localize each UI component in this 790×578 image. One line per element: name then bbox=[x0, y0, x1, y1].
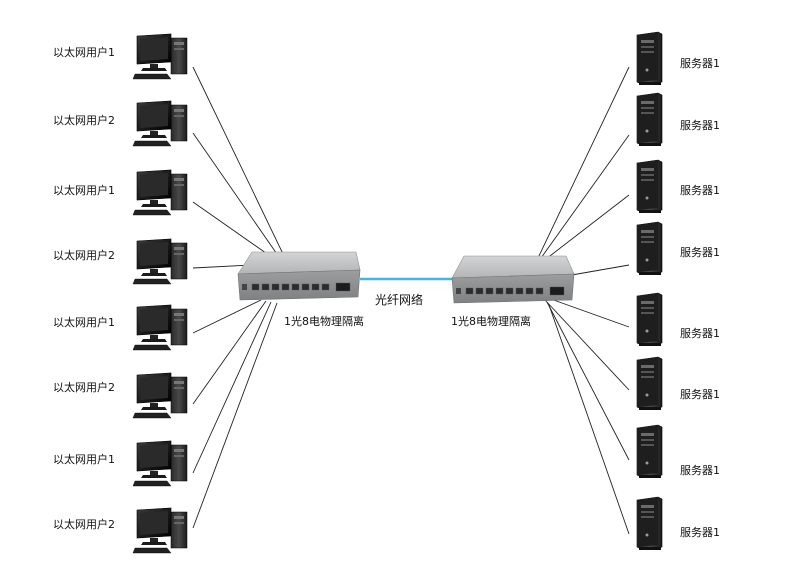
server-tower-icon bbox=[636, 221, 663, 275]
power-port bbox=[456, 288, 461, 294]
fiber-port bbox=[335, 282, 351, 292]
client-computer-icon bbox=[132, 304, 188, 351]
client-link-line bbox=[192, 201, 274, 259]
client-label: 以太网用户2 bbox=[53, 114, 115, 127]
client-computers bbox=[132, 33, 188, 554]
ethernet-port bbox=[475, 287, 484, 295]
client-label: 以太网用户1 bbox=[53, 46, 115, 59]
server-link-line bbox=[546, 301, 630, 461]
ethernet-port bbox=[311, 283, 320, 291]
ethernet-port bbox=[465, 287, 474, 295]
client-computer-icon bbox=[132, 100, 188, 147]
client-computer-icon bbox=[132, 507, 188, 554]
server-tower-icon bbox=[636, 292, 663, 346]
ethernet-port bbox=[535, 287, 544, 295]
client-label: 以太网用户2 bbox=[53, 381, 115, 394]
server-connection-lines bbox=[537, 66, 630, 535]
server-label: 服务器1 bbox=[680, 388, 720, 401]
client-label: 以太网用户2 bbox=[53, 249, 115, 262]
left-switch bbox=[237, 251, 361, 301]
server-tower-icon bbox=[636, 424, 663, 478]
ethernet-port bbox=[485, 287, 494, 295]
ethernet-port bbox=[281, 283, 290, 291]
server-label: 服务器1 bbox=[680, 246, 720, 259]
server-label: 服务器1 bbox=[680, 464, 720, 477]
client-link-line bbox=[192, 300, 267, 405]
client-link-line bbox=[192, 301, 272, 474]
ethernet-port bbox=[321, 283, 330, 291]
server-label: 服务器1 bbox=[680, 526, 720, 539]
server-tower-icon bbox=[636, 31, 663, 85]
client-label: 以太网用户1 bbox=[53, 316, 115, 329]
fiber-network-label: 光纤网络 bbox=[375, 293, 424, 307]
client-link-line bbox=[192, 66, 285, 257]
server-link-line bbox=[545, 194, 630, 260]
server-label: 服务器1 bbox=[680, 184, 720, 197]
client-computer-icon bbox=[132, 169, 188, 216]
ethernet-port bbox=[525, 287, 534, 295]
right-switch bbox=[451, 255, 575, 304]
ethernet-port bbox=[291, 283, 300, 291]
ethernet-port bbox=[301, 283, 310, 291]
client-label: 以太网用户2 bbox=[53, 518, 115, 531]
server-tower-icon bbox=[636, 159, 663, 213]
client-computer-icon bbox=[132, 238, 188, 285]
server-tower-icon bbox=[636, 92, 663, 146]
power-port bbox=[242, 284, 247, 290]
server-link-line bbox=[548, 304, 630, 535]
client-computer-icon bbox=[132, 440, 188, 487]
left-switch-label: 1光8电物理隔离 bbox=[284, 315, 364, 328]
server-label: 服务器1 bbox=[680, 327, 720, 340]
server-tower-icon bbox=[636, 496, 663, 550]
server-link-line bbox=[537, 66, 630, 259]
client-computer-icon bbox=[132, 372, 188, 419]
client-link-line bbox=[192, 302, 278, 529]
client-link-line bbox=[192, 299, 262, 334]
server-link-line bbox=[565, 264, 630, 277]
ethernet-port bbox=[271, 283, 280, 291]
server-label: 服务器1 bbox=[680, 57, 720, 70]
client-label: 以太网用户1 bbox=[53, 453, 115, 466]
server-link-line bbox=[547, 297, 630, 328]
server-link-line bbox=[540, 134, 630, 259]
server-link-line bbox=[544, 299, 630, 391]
client-computer-icon bbox=[132, 33, 188, 80]
right-switch-label: 1光8电物理隔离 bbox=[451, 315, 531, 328]
ethernet-port bbox=[251, 283, 260, 291]
client-connection-lines bbox=[192, 66, 285, 529]
server-label: 服务器1 bbox=[680, 119, 720, 132]
ethernet-port bbox=[515, 287, 524, 295]
client-label: 以太网用户1 bbox=[53, 184, 115, 197]
ethernet-port bbox=[495, 287, 504, 295]
client-link-line bbox=[192, 132, 280, 258]
ethernet-port bbox=[505, 287, 514, 295]
server-tower-icon bbox=[636, 356, 663, 410]
fiber-port bbox=[549, 286, 565, 296]
server-towers bbox=[636, 31, 663, 550]
ethernet-port bbox=[261, 283, 270, 291]
